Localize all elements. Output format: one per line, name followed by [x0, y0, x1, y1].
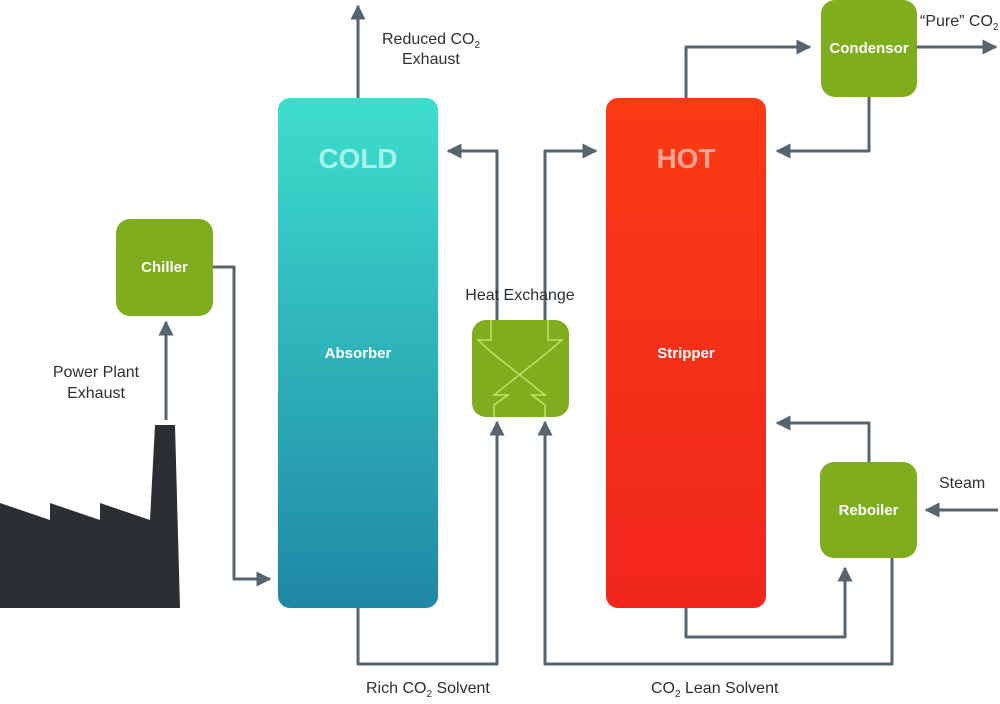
absorber-label: Absorber [325, 345, 392, 362]
stripper-label: Stripper [657, 345, 715, 362]
hot-label: HOT [656, 143, 715, 174]
chiller-label: Chiller [141, 259, 188, 276]
condensor-box [821, 0, 917, 97]
rich-solvent-arrow [356, 420, 505, 666]
reduced-exhaust-label-line1: Reduced CO2 [382, 31, 481, 51]
pure-co2-label: “Pure” CO2 [920, 13, 999, 33]
factory-icon [0, 425, 180, 608]
stripper-to-condensor-arrow [684, 39, 812, 98]
condensor-label: Condensor [829, 40, 908, 57]
stripper-to-reboiler-arrow [684, 566, 853, 639]
reboiler-to-stripper-arrow [775, 415, 871, 462]
lean-solvent-arrow [537, 420, 894, 666]
steam-label: Steam [939, 475, 985, 492]
rich-solvent-label: Rich CO2 Solvent [366, 680, 490, 700]
lean-solvent-label: CO2 Lean Solvent [651, 680, 779, 700]
power-plant-label-line2: Exhaust [67, 385, 125, 402]
reboiler-label: Reboiler [838, 502, 898, 519]
absorber-column [278, 98, 438, 608]
chiller-box [116, 219, 213, 316]
flow-lines [158, 4, 998, 666]
lean-to-absorber-arrow [446, 143, 499, 320]
cold-label: COLD [318, 143, 397, 174]
reboiler-box [820, 462, 917, 558]
reduced-exhaust-label-line2: Exhaust [402, 51, 460, 68]
condensor-return-arrow [775, 97, 871, 159]
stripper-column [606, 98, 766, 608]
power-plant-label-line1: Power Plant [53, 364, 140, 381]
heat-exchange-label: Heat Exchange [465, 287, 575, 304]
rich-to-stripper-arrow [543, 143, 598, 320]
heat-exchanger [472, 320, 569, 417]
heat-exchanger-path-a [476, 320, 548, 417]
heat-exchanger-path-b [491, 320, 565, 417]
chiller-to-absorber-arrow [213, 265, 272, 587]
